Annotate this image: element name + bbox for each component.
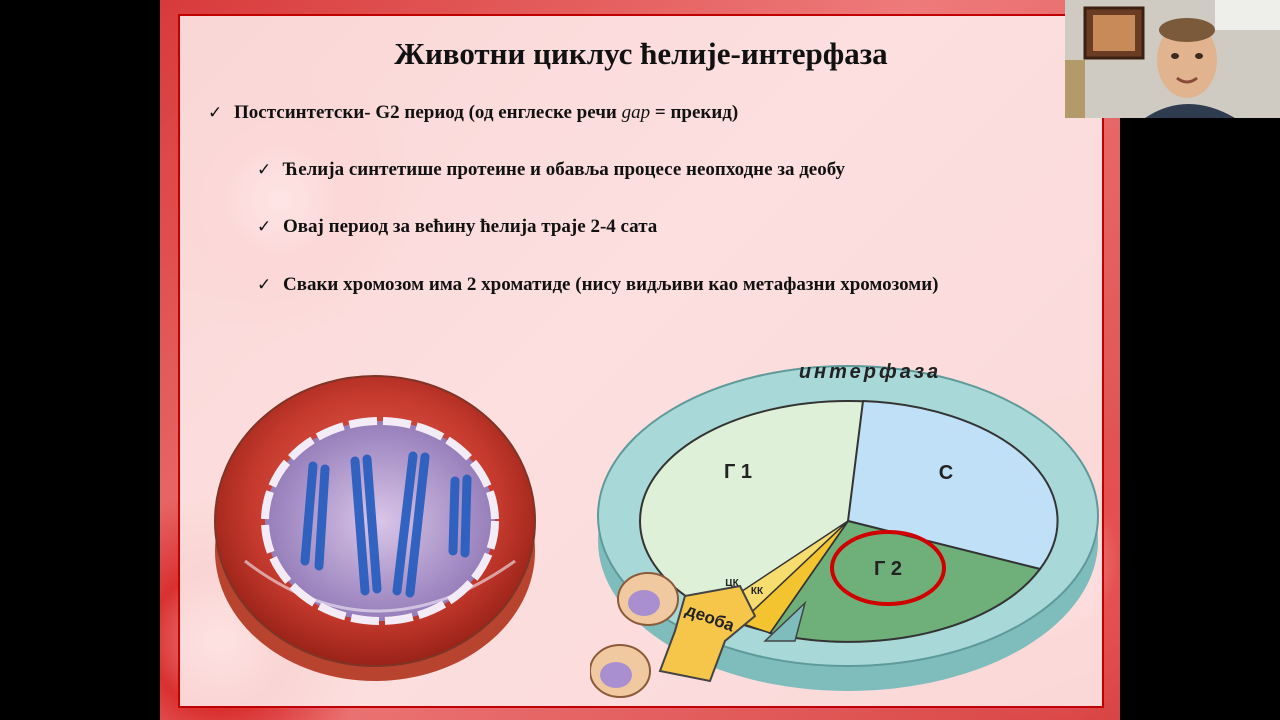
presenter-video-icon <box>1065 0 1280 118</box>
interphase-ring-label: интерфаза <box>799 361 941 383</box>
bullet-text: Постсинтетски- G2 период (од енглеске ре… <box>234 102 622 123</box>
checkmark-icon: ✓ <box>257 160 272 180</box>
cell-cycle-diagram: интерфаза Г 1 С Г 2 ЦК КК деоба <box>590 361 1099 698</box>
checkmark-icon: ✓ <box>208 103 223 123</box>
slide-title: Животни циклус ћелије-интерфаза <box>394 36 888 71</box>
bullet-text-end: = прекид) <box>650 102 739 123</box>
bullet-italic-word: gap <box>621 102 651 123</box>
presenter-webcam <box>1065 0 1280 118</box>
checkmark-icon: ✓ <box>257 217 272 237</box>
bullet-chromatids: ✓ Сваки хромозом има 2 хроматиде (нису ви… <box>257 274 938 296</box>
g2-label: Г 2 <box>874 558 902 580</box>
bullet-text: Ћелија синтетише протеине и обавља проце… <box>283 159 846 180</box>
bullet-protein-synthesis: ✓ Ћелија синтетише протеине и обавља проц… <box>257 159 845 181</box>
cell-nucleus-illustration <box>214 375 536 681</box>
content-panel: Животни циклус ћелије-интерфаза ✓ Постсин… <box>178 14 1104 708</box>
presentation-slide: Животни циклус ћелије-интерфаза ✓ Постсин… <box>160 0 1120 720</box>
bullet-text: Сваки хромозом има 2 хроматиде (нису вид… <box>283 274 939 295</box>
bullet-g2-period: ✓ Постсинтетски- G2 период (од енглеске р… <box>208 102 738 124</box>
bullet-text: Овај период за већину ћелија траје 2-4 с… <box>283 216 658 237</box>
s-label: С <box>939 462 953 484</box>
g1-label: Г 1 <box>724 461 752 483</box>
left-letterbox <box>0 0 160 720</box>
right-letterbox <box>1120 0 1280 720</box>
ck-label: ЦК <box>725 578 739 589</box>
bullet-duration: ✓ Овај период за већину ћелија траје 2-4 … <box>257 216 657 238</box>
checkmark-icon: ✓ <box>257 275 272 295</box>
kk-label: КК <box>751 586 764 597</box>
